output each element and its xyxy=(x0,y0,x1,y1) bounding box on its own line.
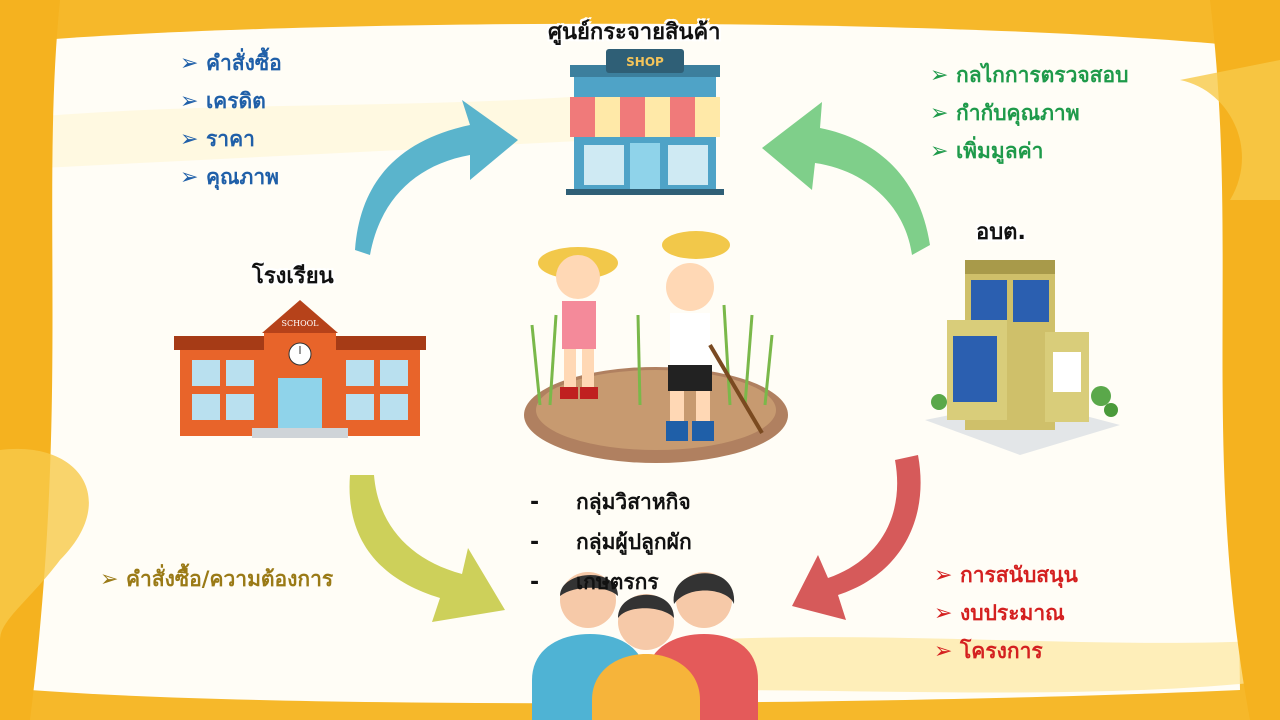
school-title: โรงเรียน xyxy=(252,264,334,289)
list-item: ➢การสนับสนุน xyxy=(934,562,1078,588)
arrow-bullet-icon: ➢ xyxy=(930,62,949,88)
arrow-bullet-icon: ➢ xyxy=(930,100,949,126)
arrow-bullet-icon: ➢ xyxy=(934,638,953,664)
distribution-center-title: ศูนย์กระจายสินค้า xyxy=(548,20,721,45)
list-item: ➢คำสั่งซื้อ xyxy=(180,50,282,76)
school-icon: SCHOOL xyxy=(174,300,426,438)
list-item: ➢เครดิต xyxy=(180,88,266,114)
school-list: ➢คำสั่งซื้อ ➢เครดิต ➢ราคา ➢คุณภาพ xyxy=(180,44,282,196)
list-item: ➢ราคา xyxy=(180,126,255,152)
sao-center-list: ➢กลไกการตรวจสอบ ➢กำกับคุณภาพ ➢เพิ่มมูลค่… xyxy=(930,56,1128,170)
list-item: -เกษตรกร xyxy=(530,569,659,595)
arrow-bullet-icon: ➢ xyxy=(100,566,119,592)
list-item: ➢กลไกการตรวจสอบ xyxy=(930,62,1129,88)
list-item: -กลุ่มวิสาหกิจ xyxy=(530,489,691,515)
school-group-list: ➢คำสั่งซื้อ/ความต้องการ xyxy=(100,560,333,598)
school-sign: SCHOOL xyxy=(281,319,319,328)
farmer-groups-list: -กลุ่มวิสาหกิจ -กลุ่มผู้ปลูกผัก -เกษตรกร xyxy=(530,482,692,602)
list-item: ➢โครงการ xyxy=(934,638,1043,664)
shop-sign: SHOP xyxy=(626,55,664,69)
office-building-icon xyxy=(925,260,1120,455)
people-group-icon xyxy=(532,572,758,720)
arrow-bullet-icon: ➢ xyxy=(180,50,199,76)
arrow-sao-to-shop xyxy=(762,102,930,255)
arrow-bullet-icon: ➢ xyxy=(180,88,199,114)
arrow-bullet-icon: ➢ xyxy=(930,138,949,164)
farmers-icon xyxy=(524,231,788,463)
arrow-bullet-icon: ➢ xyxy=(180,164,199,190)
arrow-bullet-icon: ➢ xyxy=(934,562,953,588)
arrow-bullet-icon: ➢ xyxy=(180,126,199,152)
arrow-school-to-group xyxy=(349,475,505,622)
arrow-sao-to-group xyxy=(792,455,921,620)
list-item: -กลุ่มผู้ปลูกผัก xyxy=(530,529,692,555)
sao-title: อบต. xyxy=(976,220,1026,245)
list-item: ➢งบประมาณ xyxy=(934,600,1065,626)
list-item: ➢กำกับคุณภาพ xyxy=(930,100,1080,126)
arrow-bullet-icon: ➢ xyxy=(934,600,953,626)
list-item: ➢คำสั่งซื้อ/ความต้องการ xyxy=(100,566,334,592)
arrow-school-to-shop xyxy=(355,100,518,255)
shop-icon: SHOP xyxy=(566,49,724,195)
sao-group-list: ➢การสนับสนุน ➢งบประมาณ ➢โครงการ xyxy=(934,556,1078,670)
list-item: ➢เพิ่มมูลค่า xyxy=(930,138,1044,164)
list-item: ➢คุณภาพ xyxy=(180,164,280,190)
